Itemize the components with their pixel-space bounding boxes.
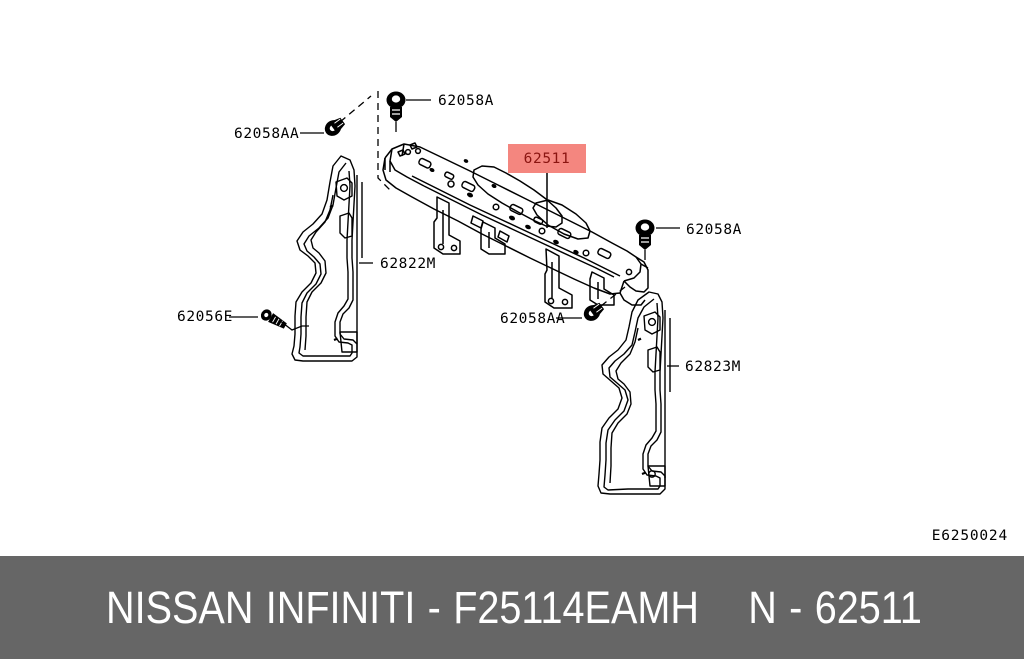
leader-lines <box>229 91 680 367</box>
callout-62822m[interactable]: 62822M <box>380 256 436 272</box>
callout-62058a-right[interactable]: 62058A <box>686 222 742 238</box>
callout-62823m[interactable]: 62823M <box>685 359 741 375</box>
diagram-canvas: 62058AA 62058A 62822M 62056E 62058A 6205… <box>177 91 1008 544</box>
callout-62058a-top[interactable]: 62058A <box>438 93 494 109</box>
callout-62058aa-right[interactable]: 62058AA <box>500 311 566 327</box>
footer-catalog-code: F25114EAMH <box>453 581 699 633</box>
part-62056e-screw[interactable] <box>259 307 288 331</box>
part-62058a-clip-right[interactable] <box>635 219 655 261</box>
callout-62056e[interactable]: 62056E <box>177 309 233 325</box>
footer-bar: NISSAN INFINITI - F25114EAMH N - 62511 <box>0 556 1024 659</box>
callout-62058aa-left[interactable]: 62058AA <box>234 126 300 142</box>
part-62058a-clip-top[interactable] <box>386 91 406 133</box>
part-62822m-left-bracket[interactable] <box>291 155 363 362</box>
footer-brand-secondary: INFINITI <box>265 581 416 633</box>
footer-separator: - <box>427 581 441 633</box>
callout-62511-highlighted[interactable]: 62511 <box>508 144 586 173</box>
footer-section-letter: N <box>748 581 777 633</box>
part-62511-radiator-core-support-upper[interactable] <box>382 142 649 309</box>
footer-section-separator: - <box>789 581 803 633</box>
footer-brand-primary: NISSAN <box>106 581 254 633</box>
footer-part-number: 62511 <box>814 581 922 633</box>
part-62058aa-clip-right[interactable] <box>581 300 606 324</box>
part-62823m-right-bracket[interactable] <box>597 291 671 495</box>
footer-caption: NISSAN INFINITI - F25114EAMH N - 62511 <box>106 582 922 634</box>
diagram-reference-code: E6250024 <box>931 528 1008 544</box>
exploded-parts-drawing <box>229 91 680 495</box>
